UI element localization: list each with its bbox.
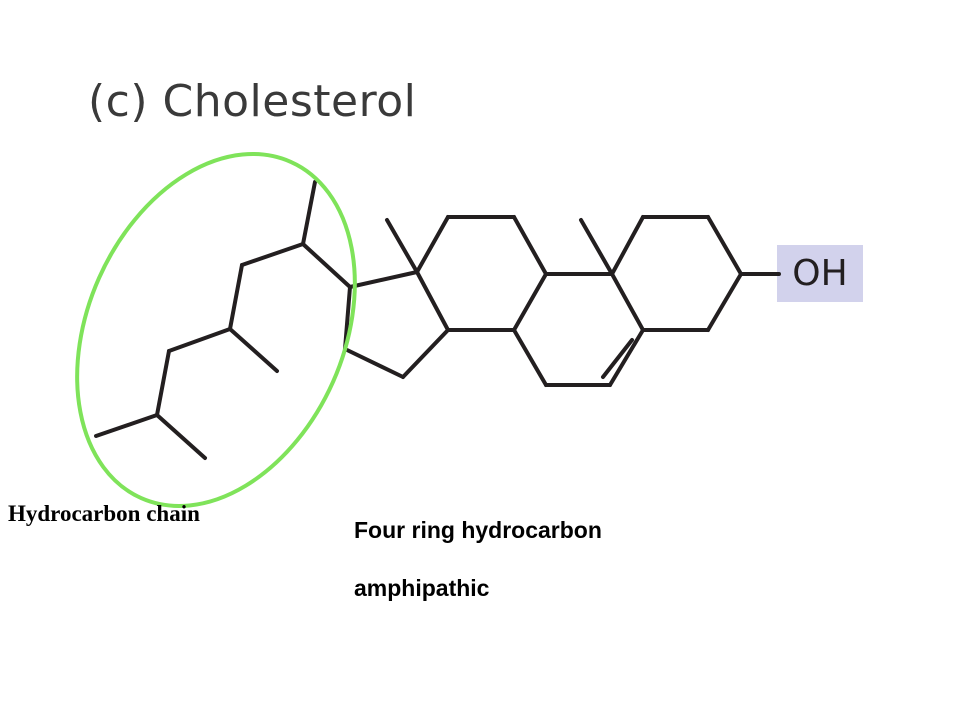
ring-c-bonds (415, 215, 548, 332)
hydrocarbon-chain-label: Hydrocarbon chain (8, 501, 200, 526)
bond (155, 349, 171, 417)
note-amphipathic: amphipathic (354, 575, 490, 601)
bond (415, 215, 450, 274)
note-four-ring: Four ring hydrocarbon (354, 517, 602, 543)
bond (385, 218, 419, 274)
ring-b-bonds (512, 218, 645, 387)
bond (401, 328, 450, 379)
bond (167, 327, 232, 353)
bond (512, 328, 548, 387)
ring-d-bonds (343, 218, 450, 379)
bond (608, 328, 645, 387)
bond (348, 270, 419, 289)
bond (301, 242, 352, 289)
bond (94, 413, 159, 438)
hydrocarbon-chain-highlight (75, 152, 357, 508)
bond (228, 263, 244, 331)
double-bond-inner (601, 338, 634, 379)
bond (512, 272, 548, 332)
bond (240, 242, 305, 267)
bond (579, 218, 614, 276)
bond (512, 215, 548, 276)
slide-title: (c) Cholesterol (88, 76, 417, 127)
bond (415, 270, 450, 332)
bond (706, 272, 743, 332)
hydroxyl-highlight (777, 245, 863, 302)
bond (706, 215, 743, 276)
bond (155, 413, 207, 460)
ring-a-bonds (610, 215, 781, 332)
bond (228, 327, 279, 373)
bond (301, 180, 317, 246)
bond (610, 215, 645, 276)
bond (610, 272, 645, 332)
bond (343, 347, 405, 379)
side-chain-bonds (94, 180, 352, 460)
hydroxyl-label: OH (792, 253, 848, 294)
